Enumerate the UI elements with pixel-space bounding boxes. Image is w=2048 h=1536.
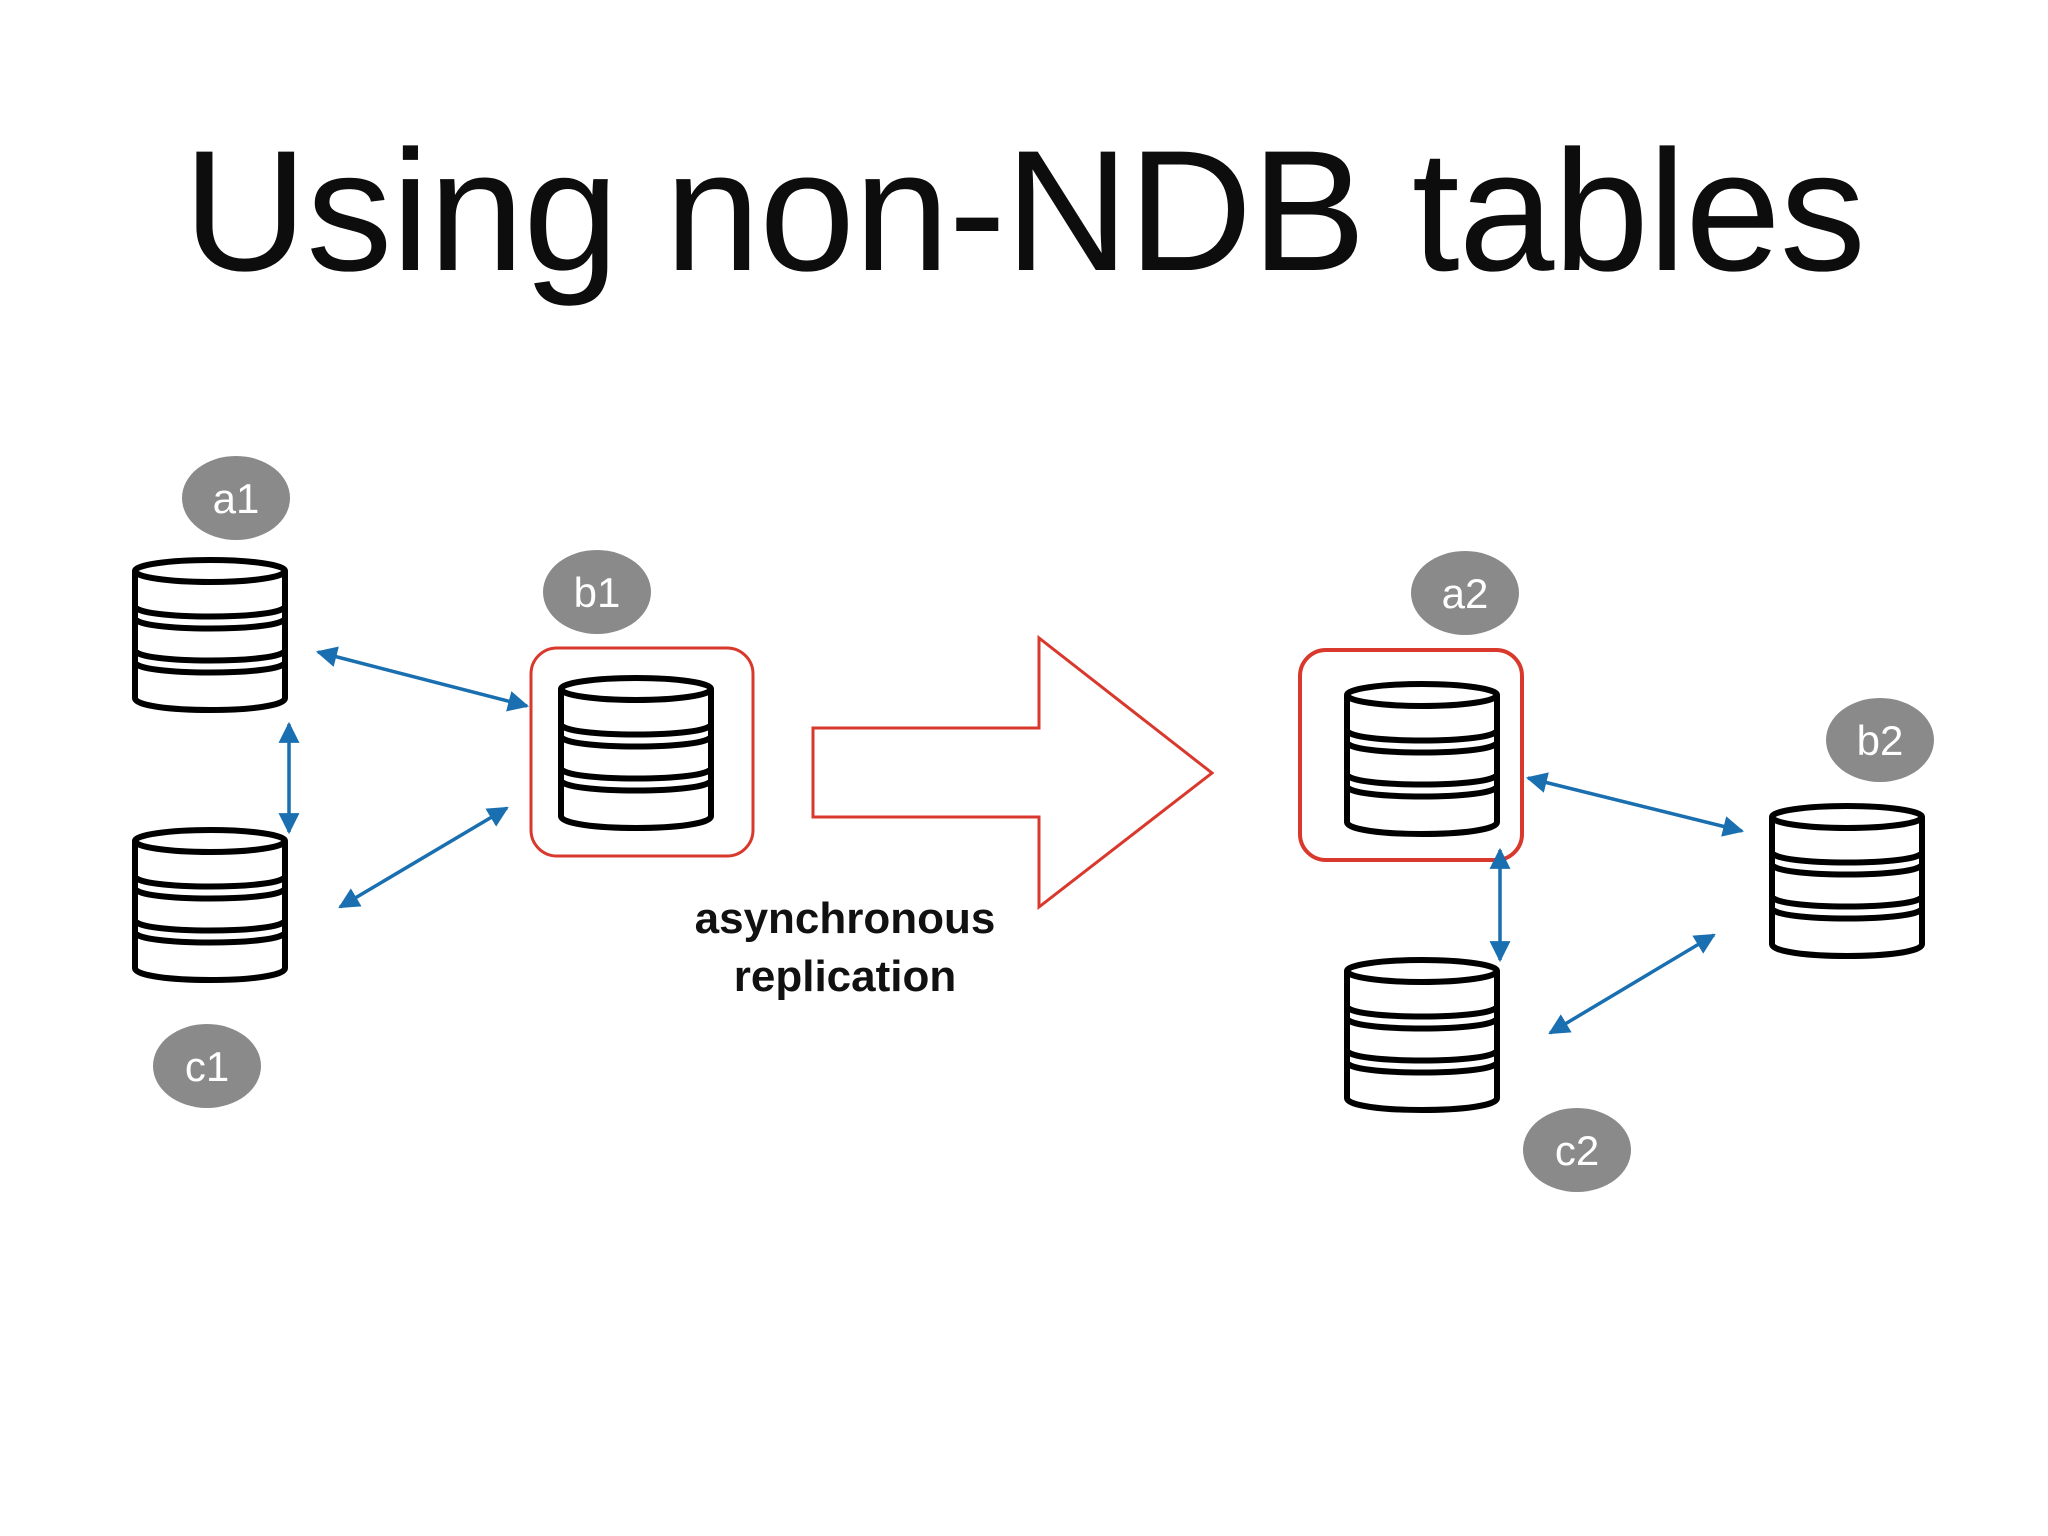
slide-title: Using non-NDB tables	[183, 115, 1866, 307]
node-label: c2	[1555, 1127, 1599, 1174]
node-b1: b1	[529, 550, 755, 858]
node-label: a1	[213, 475, 260, 522]
node-label: a2	[1442, 570, 1489, 617]
node-label-badge	[182, 456, 290, 540]
database-icon	[1772, 806, 1922, 956]
link-arrow-c1-b1	[338, 806, 509, 909]
database-icon	[135, 830, 285, 980]
node-label: b1	[574, 569, 621, 616]
highlight-box	[529, 646, 755, 858]
link-arrow-a2-b2	[1525, 772, 1745, 837]
highlight-box	[1298, 648, 1524, 862]
replication-caption-line2: replication	[734, 952, 957, 1001]
node-label-badge	[1411, 551, 1519, 635]
node-label: c1	[185, 1043, 229, 1090]
left-cluster: a1 b1 c1	[135, 456, 755, 1108]
replication-caption-line1: asynchronous	[695, 894, 996, 943]
database-icon	[1347, 684, 1497, 834]
node-a2: a2	[1298, 551, 1524, 862]
replication-arrow: asynchronous replication	[695, 634, 1215, 1001]
node-a1: a1	[135, 456, 290, 710]
database-icon	[135, 560, 285, 710]
node-label-badge	[1523, 1108, 1631, 1192]
node-c2: c2	[1347, 960, 1631, 1192]
link-arrow-a1-b1	[315, 646, 530, 712]
node-label-badge	[1826, 698, 1934, 782]
arrow-right-icon	[811, 634, 1215, 911]
node-label-badge	[543, 550, 651, 634]
database-icon	[561, 678, 711, 828]
link-arrow-c2-b2	[1548, 933, 1716, 1035]
node-label: b2	[1857, 717, 1904, 764]
database-icon	[1347, 960, 1497, 1110]
node-label-badge	[153, 1024, 261, 1108]
right-cluster: a2 b2 c2	[1298, 551, 1934, 1192]
node-b2: b2	[1772, 698, 1934, 956]
node-c1: c1	[135, 830, 285, 1108]
